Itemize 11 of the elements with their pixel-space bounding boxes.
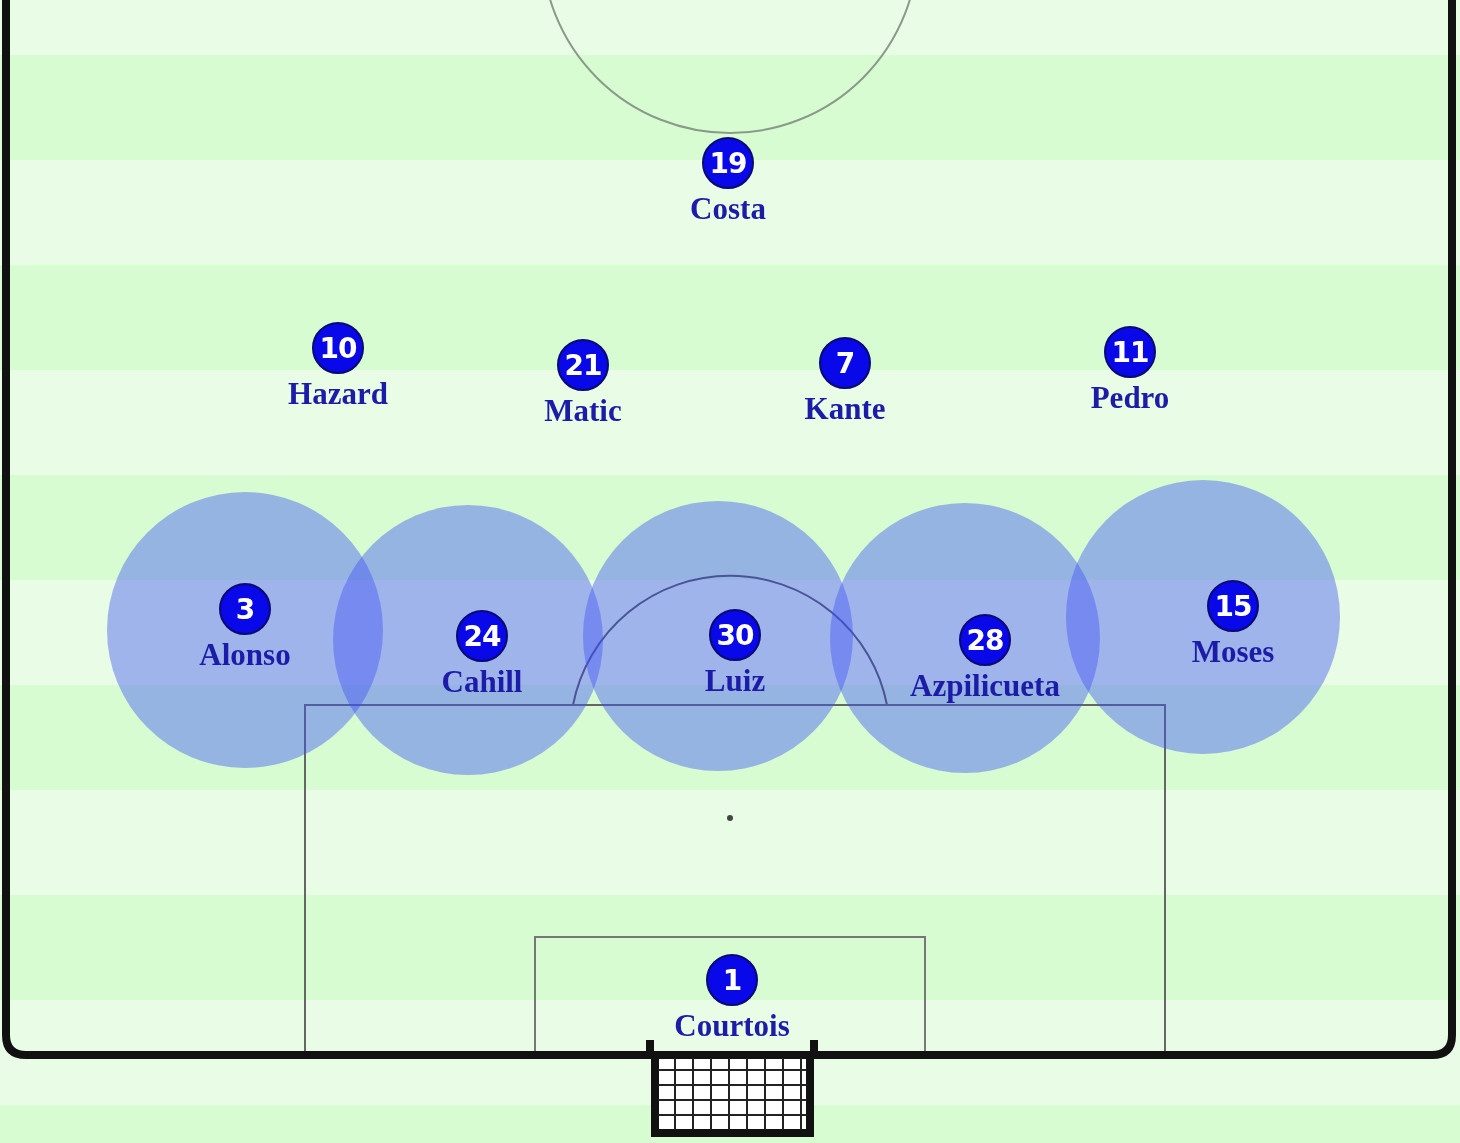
player-name: Matic <box>544 393 622 429</box>
player-name: Moses <box>1191 634 1275 670</box>
player-name: Luiz <box>704 663 766 699</box>
player-name: Hazard <box>288 376 388 412</box>
player-name: Pedro <box>1090 380 1170 416</box>
player-name: Azpilicueta <box>910 668 1060 704</box>
player-name: Cahill <box>441 664 523 700</box>
player-name: Costa <box>690 191 766 227</box>
player-name: Courtois <box>674 1008 790 1044</box>
player-name: Kante <box>804 391 886 427</box>
player-name: Alonso <box>199 637 291 673</box>
